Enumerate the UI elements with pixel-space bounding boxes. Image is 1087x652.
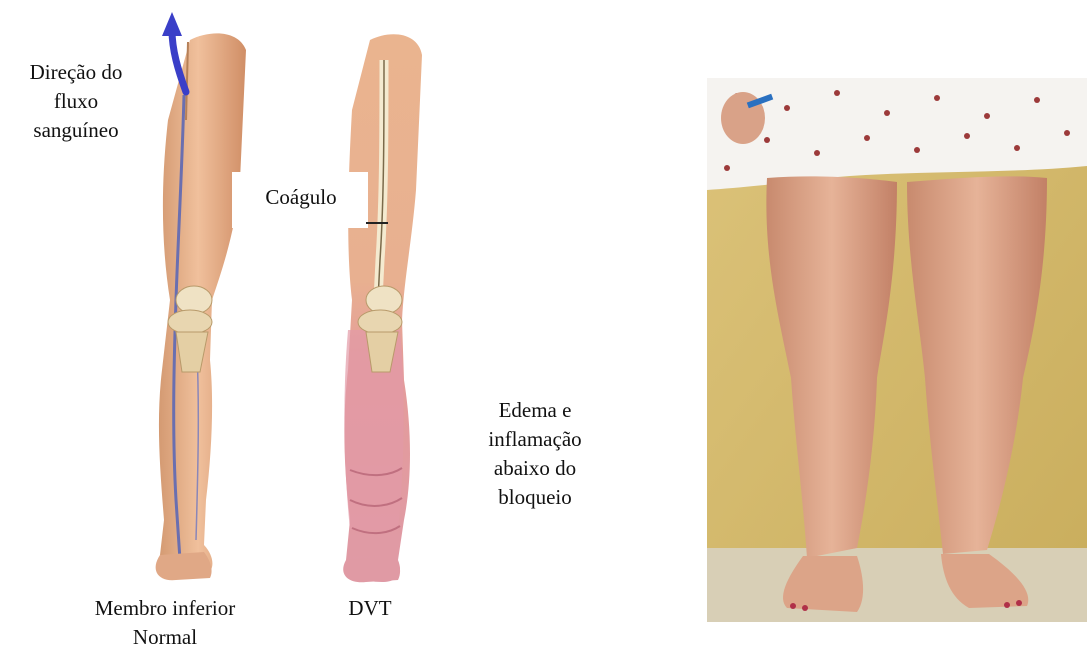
dvt-leg [343,34,422,582]
clot-pointer-line [366,222,388,224]
blood-flow-direction-label: Direção do fluxo sanguíneo [0,58,152,145]
edema-label-line-1: Edema e [460,396,610,425]
edema-label: Edema e inflamação abaixo do bloqueio [460,396,610,512]
edema-label-line-2: inflamação [460,425,610,454]
normal-caption-line-2: Normal [60,623,270,652]
blood-flow-arrow [162,12,186,92]
flow-label-line-3: sanguíneo [0,116,152,145]
dvt-patient-photo [707,78,1087,622]
normal-caption-line-1: Membro inferior [60,594,270,623]
dvt-caption: DVT [330,594,410,623]
normal-leg [156,33,246,580]
normal-limb-caption: Membro inferior Normal [60,594,270,652]
flow-label-line-2: fluxo [0,87,152,116]
clot-label: Coágulo [236,183,366,212]
flow-label-line-1: Direção do [0,58,152,87]
edema-label-line-3: abaixo do [460,454,610,483]
edema-label-line-4: bloqueio [460,483,610,512]
